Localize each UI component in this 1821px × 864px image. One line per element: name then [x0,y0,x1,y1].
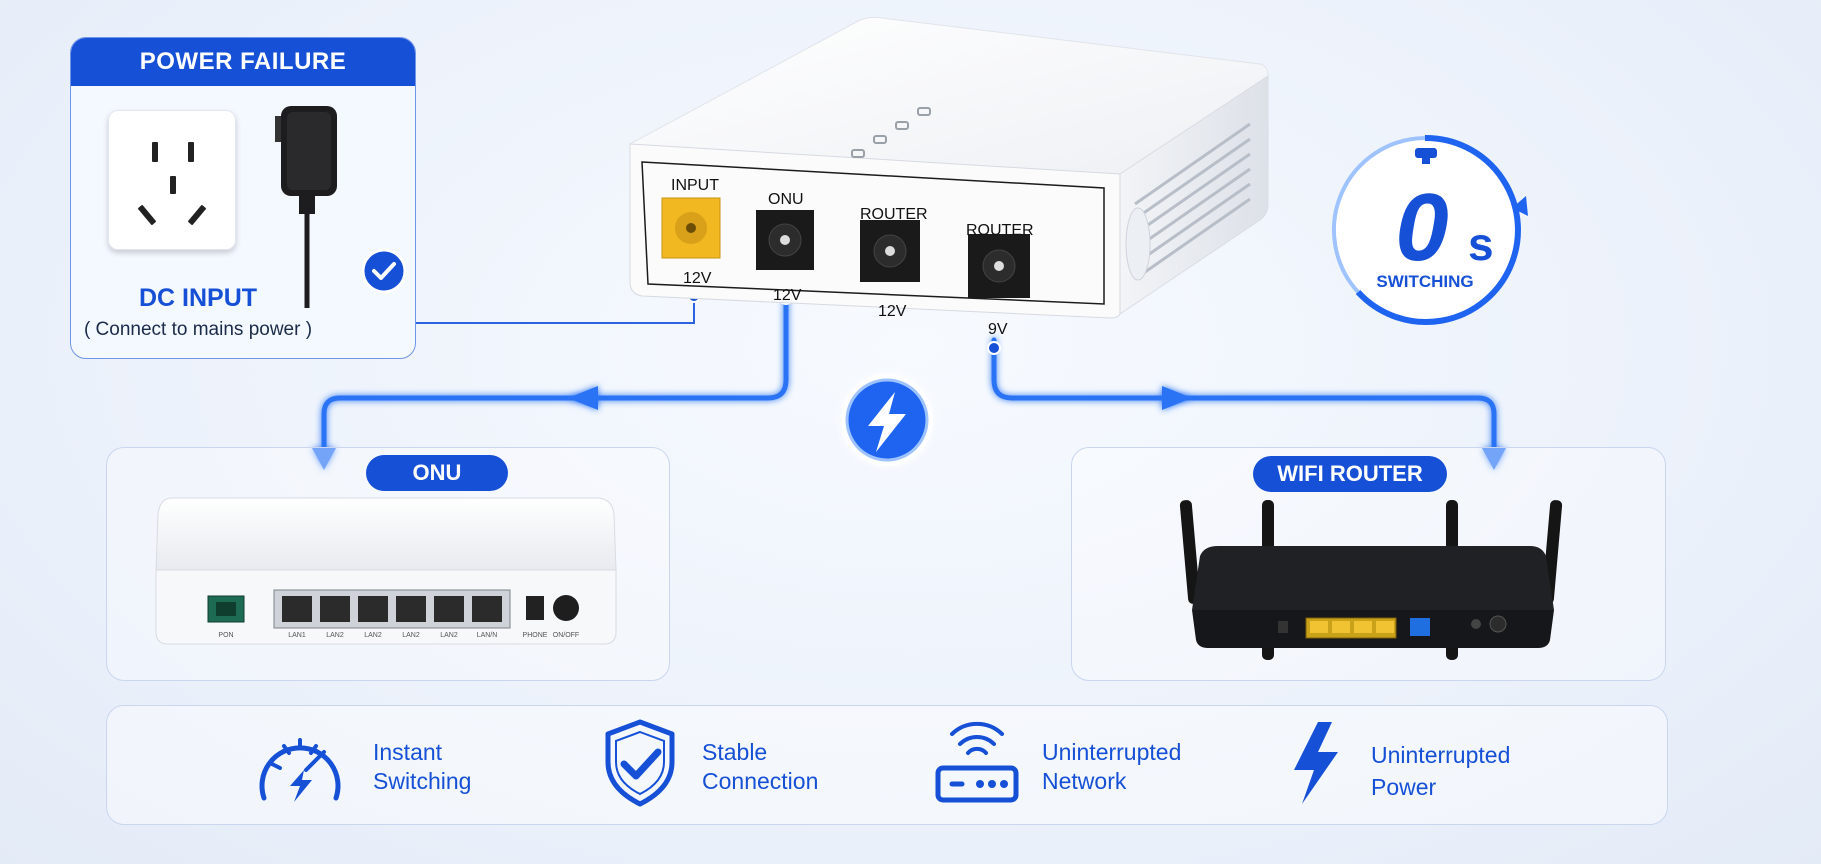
feature-stable-connection: Stable Connection [702,739,819,794]
lightning-bolt-icon [1294,722,1338,804]
onu-label-pill: ONU [366,455,508,491]
mini-ups-device [629,16,1269,319]
router-feed-line [991,337,1497,458]
dc-input-title: DC INPUT [138,284,258,312]
onu-port-label: LAN/N [477,632,498,639]
wall-socket-icon [108,110,236,250]
ups-port-voltage-router-2: 9V [988,321,1008,338]
ups-port-label-router-1: ROUTER [860,206,928,223]
onu-port-label: LAN1 [288,632,306,639]
ups-port-label-onu: ONU [768,191,804,208]
onu-port-label: LAN2 [326,632,344,639]
onu-port-label: LAN2 [440,632,458,639]
onu-port-label: PHONE [523,632,548,639]
router-wifi-icon [935,721,1019,803]
ups-port-label-input: INPUT [671,177,719,194]
feature-instant-switching: Instant Switching [373,739,472,794]
ups-port-voltage-router-1: 12V [878,303,907,320]
feature-uninterrupted-power: Uninterrupted Power [1371,742,1511,800]
switching-unit: s [1468,218,1494,270]
ups-port-voltage-onu: 12V [773,287,802,304]
switching-value: 0 [1395,174,1448,281]
onu-port-label: LAN2 [402,632,420,639]
power-failure-title: POWER FAILURE [71,38,415,86]
features-bar [106,705,1668,825]
power-adapter-icon [275,106,337,308]
check-circle-icon [361,248,407,294]
ups-port-label-router-2: ROUTER [966,222,1034,239]
onu-port-label: LAN2 [364,632,382,639]
speedometer-bolt-icon [259,738,341,802]
wifi-router-label-pill: WIFI ROUTER [1253,456,1447,492]
switching-label: SWITCHING [1376,272,1474,291]
onu-port-label: ON/OFF [553,632,579,639]
dc-input-subtitle: ( Connect to mains power ) [83,319,313,340]
power-failure-card: POWER FAILURE DC INPUT ( Connect to main [70,37,416,359]
switching-timer-icon: 0 s [1331,134,1528,325]
onu-feed-line [321,295,789,458]
onu-device: PON LAN1 LAN2 LAN2 LAN2 LAN2 LAN/N PHONE… [155,497,617,645]
center-bolt-icon [841,374,933,466]
dc-input-wire [380,296,695,324]
ups-port-voltage-input: 12V [683,270,712,287]
wifi-router-device [1179,500,1563,660]
shield-check-icon [605,719,675,807]
feature-uninterrupted-network: Uninterrupted Network [1042,739,1182,794]
onu-port-label: PON [218,632,233,639]
